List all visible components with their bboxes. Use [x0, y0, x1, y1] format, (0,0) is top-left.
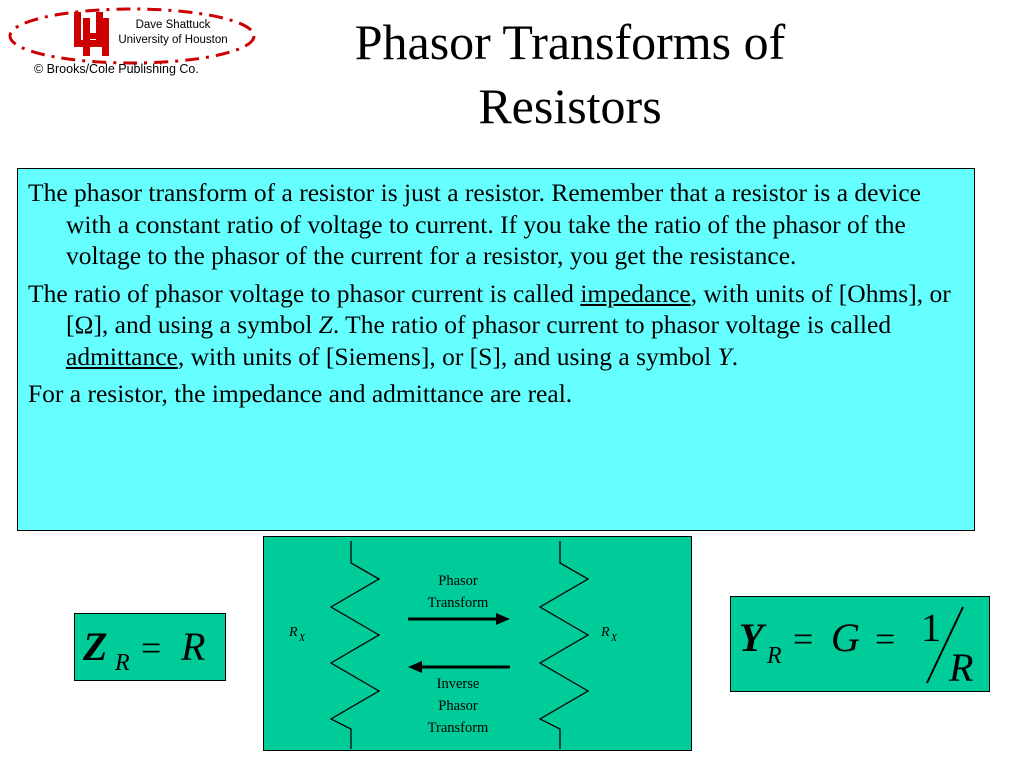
- inverse-label-line-1: Inverse: [436, 676, 480, 692]
- title-line-1: Phasor Transforms of: [354, 14, 786, 70]
- impedance-equation: Z R = R: [74, 613, 226, 681]
- inverse-transform-label: Inverse Phasor Transform: [398, 673, 518, 739]
- z-symbol: Z: [318, 310, 333, 339]
- forward-arrow-icon: [408, 613, 510, 625]
- eq-y-symbol: Y: [739, 615, 767, 660]
- eq-z-equals: =: [141, 628, 161, 668]
- paragraph-2: The ratio of phasor voltage to phasor cu…: [28, 278, 968, 373]
- forward-label-line-1: Phasor: [438, 573, 478, 589]
- explanation-textbox: The phasor transform of a resistor is ju…: [17, 168, 975, 531]
- inverse-arrow-icon: [408, 661, 510, 673]
- y-symbol: Y: [717, 341, 732, 371]
- paragraph-3: For a resistor, the impedance and admitt…: [28, 379, 573, 408]
- eq-y-subscript: R: [766, 643, 782, 669]
- author-credit: Dave Shattuck University of Houston: [108, 18, 238, 48]
- university-logo: Dave Shattuck University of Houston © Br…: [4, 2, 256, 82]
- eq-z-symbol: Z: [82, 624, 107, 669]
- left-resistor-label: R: [288, 625, 298, 640]
- eq-y-g: G: [831, 615, 860, 660]
- eq-z-subscript: R: [114, 650, 130, 676]
- phasor-transform-diagram: R X R X Phasor Transform Inverse Phasor …: [263, 536, 692, 751]
- copyright-text: © Brooks/Cole Publishing Co.: [34, 62, 199, 76]
- inverse-label-line-3: Transform: [427, 720, 489, 736]
- left-resistor-subscript: X: [298, 633, 306, 644]
- left-resistor-icon: [329, 541, 381, 749]
- p2-text-c: . The ratio of phasor current to phasor …: [332, 310, 892, 339]
- logo-ellipse-icon: [8, 7, 256, 65]
- eq-y-equals-1: =: [793, 619, 813, 659]
- admittance-term: admittance: [66, 341, 178, 371]
- admittance-equation: Y R = G = 1 R: [730, 596, 990, 692]
- fraction-slash-icon: [926, 606, 964, 684]
- title-line-2: Resistors: [478, 78, 662, 134]
- eq-y-numerator: 1: [921, 605, 941, 650]
- forward-transform-label: Phasor Transform: [398, 570, 518, 614]
- author-name: Dave Shattuck: [135, 19, 211, 31]
- p2-text-b: , with units of [Ohms], or [Ω], and usin…: [66, 278, 951, 340]
- p2-text-d: , with units of [Siemens], or [S], and u…: [177, 341, 718, 371]
- right-resistor-icon: [538, 541, 590, 749]
- eq-y-denominator: R: [948, 645, 973, 690]
- right-resistor-label: R: [600, 625, 610, 640]
- eq-z-rhs: R: [180, 624, 205, 669]
- forward-label-line-2: Transform: [427, 595, 489, 611]
- p2-text-a: The ratio of phasor voltage to phasor cu…: [28, 278, 581, 308]
- impedance-term: impedance: [580, 278, 691, 308]
- slide-title: Phasor Transforms of Resistors: [270, 10, 870, 138]
- inverse-label-line-2: Phasor: [438, 698, 478, 714]
- right-resistor-subscript: X: [610, 633, 618, 644]
- eq-y-equals-2: =: [875, 619, 895, 659]
- paragraph-1: The phasor transform of a resistor is ju…: [28, 178, 921, 270]
- institution-name: University of Houston: [118, 34, 228, 46]
- p2-text-e: .: [731, 341, 739, 371]
